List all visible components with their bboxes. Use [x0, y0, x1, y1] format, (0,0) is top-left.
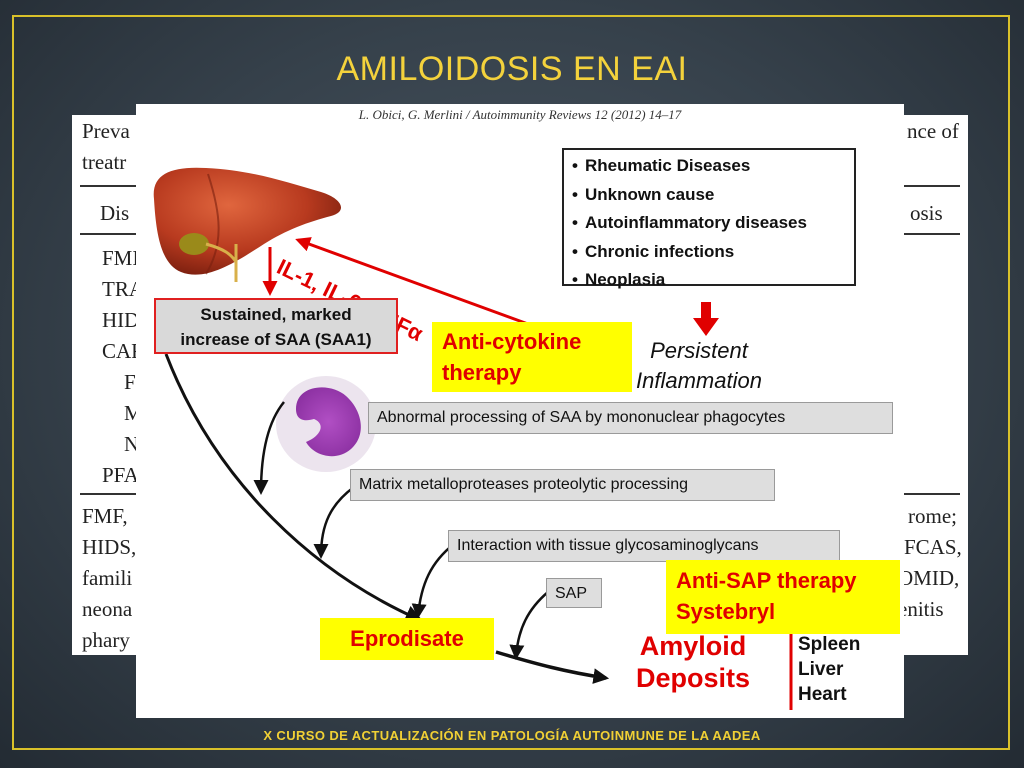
step-sap: SAP	[546, 578, 602, 608]
table-row: F	[124, 370, 136, 394]
table-note: famili	[82, 566, 133, 590]
eprodisate-box: Eprodisate	[320, 618, 494, 660]
organ-item: Liver	[798, 659, 844, 680]
anti-sap-therapy-box: Anti-SAP therapy Systebryl	[666, 560, 900, 634]
slide-footer: X CURSO DE ACTUALIZACIÓN EN PATOLOGÍA AU…	[263, 728, 761, 743]
anti-cytokine-line: therapy	[442, 360, 522, 385]
anti-cytokine-therapy-box: Anti-cytokine therapy	[432, 322, 632, 392]
monocyte-cell-icon	[276, 376, 376, 472]
table-note: rome;	[908, 504, 957, 528]
causes-box: Rheumatic Diseases Unknown cause Autoinf…	[562, 148, 856, 289]
persistent-line: Persistent	[650, 338, 748, 363]
table-row: N	[124, 432, 140, 456]
organ-item: Heart	[798, 684, 847, 705]
slide-frame	[12, 15, 1010, 750]
persistent-inflammation-label: Persistent Inflammation	[636, 336, 762, 396]
saa-line: Sustained, marked	[200, 305, 352, 324]
cause-item: Autoinflammatory diseases	[572, 209, 846, 238]
slide-title: AMILOIDOSIS EN EAI	[336, 50, 688, 88]
table-note: phary	[82, 628, 130, 652]
anti-sap-line: Systebryl	[676, 599, 776, 624]
organ-list: Spleen Liver Heart	[798, 632, 860, 707]
figure-citation: L. Obici, G. Merlini / Autoimmunity Revi…	[358, 107, 682, 122]
amyloid-line: Amyloid	[639, 631, 747, 661]
step-metalloproteases: Matrix metalloproteases proteolytic proc…	[350, 469, 775, 501]
table-note: OMID,	[898, 566, 960, 590]
table-title-fragment: nce of	[907, 119, 959, 143]
saa-increase-box: Sustained, marked increase of SAA (SAA1)	[154, 298, 398, 354]
table-note: HIDS,	[82, 535, 137, 559]
amyloid-deposits-label: Amyloid Deposits	[636, 630, 750, 694]
deposits-line: Deposits	[636, 663, 751, 693]
table-row: FMI	[102, 246, 140, 270]
saa-line: increase of SAA (SAA1)	[180, 330, 372, 349]
figure-graphics	[153, 167, 793, 710]
inflammation-line: Inflammation	[636, 368, 762, 393]
table-note: FCAS,	[904, 535, 962, 559]
table-note: FMF,	[82, 504, 128, 528]
table-note: enitis	[898, 597, 944, 621]
table-header-fragment: osis	[910, 201, 943, 225]
table-row: HID	[102, 308, 140, 332]
cause-item: Unknown cause	[572, 181, 846, 210]
cause-item: Chronic infections	[572, 238, 846, 267]
step-phagocytes: Abnormal processing of SAA by mononuclea…	[368, 402, 893, 434]
anti-sap-line: Anti-SAP therapy	[676, 568, 857, 593]
pathogenesis-figure: L. Obici, G. Merlini / Autoimmunity Revi…	[136, 104, 904, 718]
step-glycosaminoglycans: Interaction with tissue glycosaminoglyca…	[448, 530, 840, 562]
table-title-fragment: Preva	[82, 119, 130, 143]
organ-item: Spleen	[798, 634, 861, 655]
cause-item: Rheumatic Diseases	[572, 152, 846, 181]
table-title-fragment: treatr	[82, 150, 127, 174]
anti-cytokine-line: Anti-cytokine	[442, 329, 582, 354]
table-row: PFA	[102, 463, 139, 487]
table-header-fragment: Dis	[100, 201, 130, 225]
table-note: neona	[82, 597, 133, 621]
cause-item: Neoplasia	[572, 266, 846, 295]
liver-icon	[153, 167, 342, 282]
